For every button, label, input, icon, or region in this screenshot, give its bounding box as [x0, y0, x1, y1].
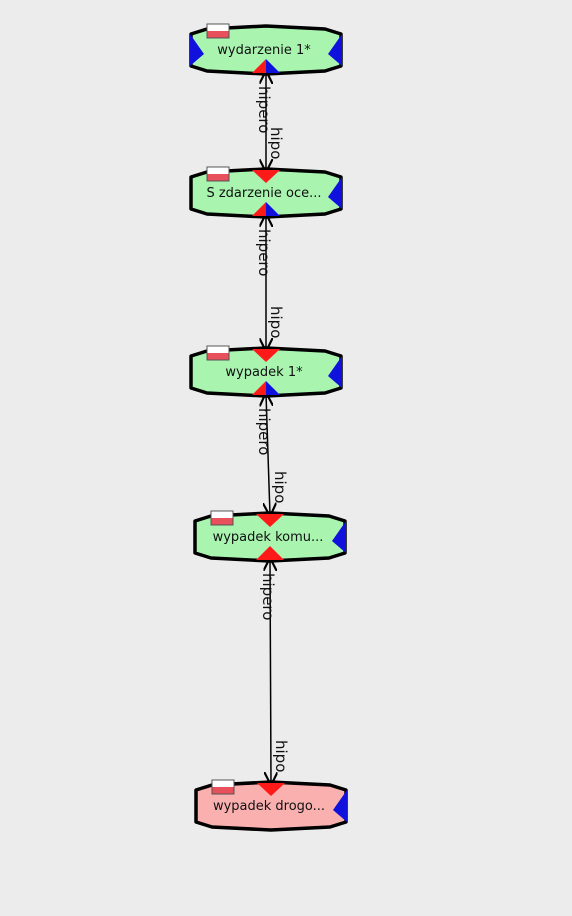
node-label: S zdarzenie oce... — [206, 186, 321, 201]
edge-label-upper: hipero — [259, 573, 277, 620]
node-label: wypadek 1* — [225, 365, 303, 380]
flag-icon — [206, 23, 230, 39]
bottom-marker-blue-icon — [266, 381, 280, 395]
flag-icon — [211, 779, 235, 795]
flag-icon — [206, 345, 230, 361]
flag-icon — [206, 166, 230, 182]
bottom-marker-icon — [256, 546, 284, 560]
nodes-layer: wydarzenie 1* S zdarzenie oce... wypadek 1… — [189, 23, 348, 832]
edge-label-lower: hipo — [267, 306, 285, 338]
node-n1[interactable]: wydarzenie 1* — [189, 23, 343, 76]
flag-icon — [210, 510, 234, 526]
edge-label-lower: hipo — [267, 127, 285, 159]
right-marker-icon — [328, 356, 342, 388]
bottom-marker-blue-icon — [266, 202, 280, 216]
edge-label-upper: hipero — [255, 86, 273, 133]
node-label: wypadek komu... — [213, 530, 324, 545]
bottom-marker-red-icon — [252, 59, 266, 73]
edge-label-lower: hipo — [271, 471, 289, 503]
node-label: wydarzenie 1* — [217, 43, 311, 58]
right-marker-icon — [328, 34, 342, 66]
node-n4[interactable]: wypadek komu... — [193, 510, 347, 563]
right-marker-icon — [328, 177, 342, 209]
bottom-marker-red-icon — [252, 381, 266, 395]
edge-n3-n4[interactable]: hipero hipo — [255, 394, 289, 515]
top-marker-icon — [252, 170, 280, 183]
top-marker-icon — [252, 349, 280, 362]
top-marker-icon — [257, 783, 285, 796]
bottom-marker-blue-icon — [266, 59, 280, 73]
edge-n4-n5[interactable]: hipero hipo — [259, 559, 290, 784]
node-n5[interactable]: wypadek drogo... — [194, 779, 348, 832]
edge-line[interactable] — [266, 394, 270, 515]
edge-line[interactable] — [270, 559, 271, 784]
right-marker-icon — [333, 790, 347, 822]
bottom-marker-red-icon — [252, 202, 266, 216]
edge-n2-n3[interactable]: hipero hipo — [255, 215, 285, 350]
node-n3[interactable]: wypadek 1* — [189, 345, 343, 398]
node-label: wypadek drogo... — [213, 799, 325, 814]
right-marker-icon — [332, 521, 346, 553]
edge-label-upper: hipero — [255, 229, 273, 276]
node-n2[interactable]: S zdarzenie oce... — [189, 166, 343, 219]
edge-label-upper: hipero — [255, 408, 273, 455]
top-marker-icon — [256, 514, 284, 527]
edge-label-lower: hipo — [272, 740, 290, 772]
left-marker-icon — [190, 34, 204, 66]
